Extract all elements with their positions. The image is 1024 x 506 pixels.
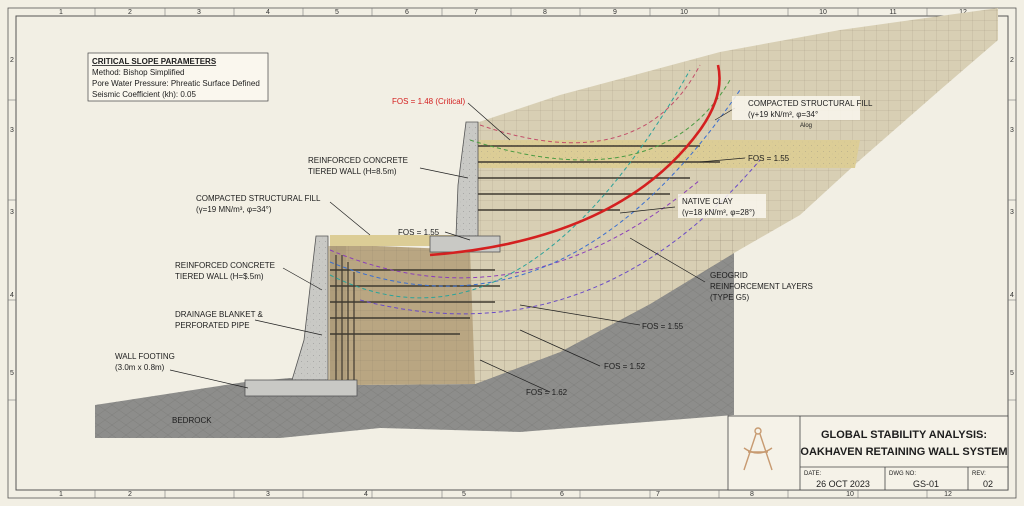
parameters-method: Method: Bishop Simplified: [92, 68, 185, 77]
footing-size: (3.0m x 0.8m): [115, 363, 165, 372]
compass-logo-icon: [743, 427, 773, 471]
col-label-bottom: 2: [128, 491, 132, 498]
row-label-left: 4: [10, 292, 14, 299]
col-label-bottom: 4: [364, 491, 368, 498]
lower-wall-height: TIERED WALL (H=$.5m): [175, 272, 264, 281]
geogrid-label-2: REINFORCEMENT LAYERS: [710, 282, 813, 291]
title-block-frame: [727, 415, 1009, 491]
lower-wall-texture: [292, 236, 328, 380]
date-value: 26 OCT 2023: [816, 479, 870, 489]
row-label-right: 2: [1010, 57, 1014, 64]
native-clay-properties: (γ=18 kN/m³, φ=28°): [682, 208, 755, 217]
date-label: DATE:: [804, 471, 822, 477]
border-ticks: [8, 8, 1016, 498]
row-label-right: 4: [1010, 292, 1014, 299]
rev-value: 02: [983, 479, 993, 489]
col-label-top: 4: [266, 9, 270, 16]
rev-label: REV:: [972, 471, 986, 477]
bedrock-label: BEDROCK: [172, 416, 212, 425]
drainage-blanket: [328, 246, 346, 380]
native-clay-label-bg: [678, 194, 766, 218]
row-label-left: 3: [10, 127, 14, 134]
col-label-bottom: 1: [59, 491, 63, 498]
upper-fill-label: COMPACTED STRUCTURAL FILL: [748, 99, 873, 108]
drawing-subtitle: OAKHAVEN RETAINING WALL SYSTEM: [800, 446, 1007, 458]
parameters-seismic: Seismic Coefficient (kh): 0.05: [92, 90, 196, 99]
col-label-bottom: 6: [560, 491, 564, 498]
col-label-top: 9: [613, 9, 617, 16]
upper-fill-note: Alog: [800, 123, 812, 129]
col-label-top: 5: [335, 9, 339, 16]
drain-pipes: [335, 255, 355, 380]
col-label-bottom: 12: [944, 491, 952, 498]
drawing-title: GLOBAL STABILITY ANALYSIS:: [821, 429, 987, 441]
col-label-top: 2: [128, 9, 132, 16]
col-label-bottom: 10: [846, 491, 854, 498]
parameters-pore-pressure: Pore Water Pressure: Phreatic Surface De…: [92, 79, 260, 88]
native-clay-label: NATIVE CLAY: [682, 197, 733, 206]
col-label-bottom: 7: [656, 491, 660, 498]
drainage-label: DRAINAGE BLANKET &: [175, 310, 264, 319]
col-label-top: 10: [680, 9, 688, 16]
fos-a-label: FOS = 1.55: [642, 322, 684, 331]
fos-c-label: FOS = 1.62: [526, 388, 568, 397]
lower-wall-footing: [244, 379, 358, 397]
leader-lines: [169, 102, 746, 393]
upper-wall-label: REINFORCED CONCRETE: [308, 156, 408, 165]
row-label-left: 5: [10, 370, 14, 377]
dwg-value: GS-01: [913, 479, 939, 489]
bench-fill-strip: [330, 235, 460, 246]
fos-upper-label: FOS = 1.55: [748, 154, 790, 163]
row-label-left: 3: [10, 209, 14, 216]
fos-bench-label: FOS = 1.55: [398, 228, 440, 237]
parameters-box: [87, 52, 269, 102]
col-label-top: 6: [405, 9, 409, 16]
lower-fill-label: COMPACTED STRUCTURAL FILL: [196, 194, 321, 203]
col-label-top: 3: [197, 9, 201, 16]
col-label-top: 12: [959, 9, 967, 16]
geogrid-layers: [330, 145, 720, 335]
col-label-top: 10: [819, 9, 827, 16]
upper-wall-height: TIERED WALL (H=8.5m): [308, 167, 397, 176]
slip-surface: [329, 69, 691, 299]
slip-surface: [329, 179, 701, 279]
title-block: GLOBAL STABILITY ANALYSIS: OAKHAVEN RETA…: [727, 415, 1009, 491]
lower-fill-properties: (γ=19 MN/m³, φ=34°): [196, 205, 272, 214]
col-label-top: 1: [59, 9, 63, 16]
inner-border: [15, 15, 1009, 491]
col-label-bottom: 3: [266, 491, 270, 498]
row-label-left: 2: [10, 57, 14, 64]
geogrid-type: (TYPE G5): [710, 293, 749, 302]
fos-critical-label: FOS = 1.48 (Critical): [392, 97, 465, 106]
outer-border: [7, 7, 1017, 499]
upper-wall-texture: [456, 122, 478, 236]
footing-label: WALL FOOTING: [115, 352, 175, 361]
border-numbers: 1 2 3 4 5 6 7 8 9 10 10 11 12 1 2 3 4 5 …: [10, 9, 1014, 498]
lower-wall-label: REINFORCED CONCRETE: [175, 261, 275, 270]
drainage-pipe-label: PERFORATED PIPE: [175, 321, 250, 330]
col-label-bottom: 8: [750, 491, 754, 498]
col-label-top: 7: [474, 9, 478, 16]
row-label-right: 3: [1010, 209, 1014, 216]
row-label-right: 5: [1010, 370, 1014, 377]
parameters-title: CRITICAL SLOPE PARAMETERS: [92, 57, 217, 66]
col-label-top: 11: [889, 9, 896, 16]
row-label-right: 3: [1010, 127, 1014, 134]
upper-fill-properties: (γ+19 kN/m³, φ=34°: [748, 110, 818, 119]
critical-slip-surface: [429, 64, 721, 257]
slip-surface: [329, 89, 741, 287]
geogrid-label: GEOGRID: [710, 271, 748, 280]
upper-fill-texture: [478, 140, 860, 168]
slip-surface: [469, 79, 731, 161]
col-label-top: 8: [543, 9, 547, 16]
dwg-label: DWG NO:: [889, 471, 916, 477]
upper-fill-label-bg: [732, 96, 860, 120]
col-label-bottom: 5: [462, 491, 466, 498]
fos-b-label: FOS = 1.52: [604, 362, 646, 371]
